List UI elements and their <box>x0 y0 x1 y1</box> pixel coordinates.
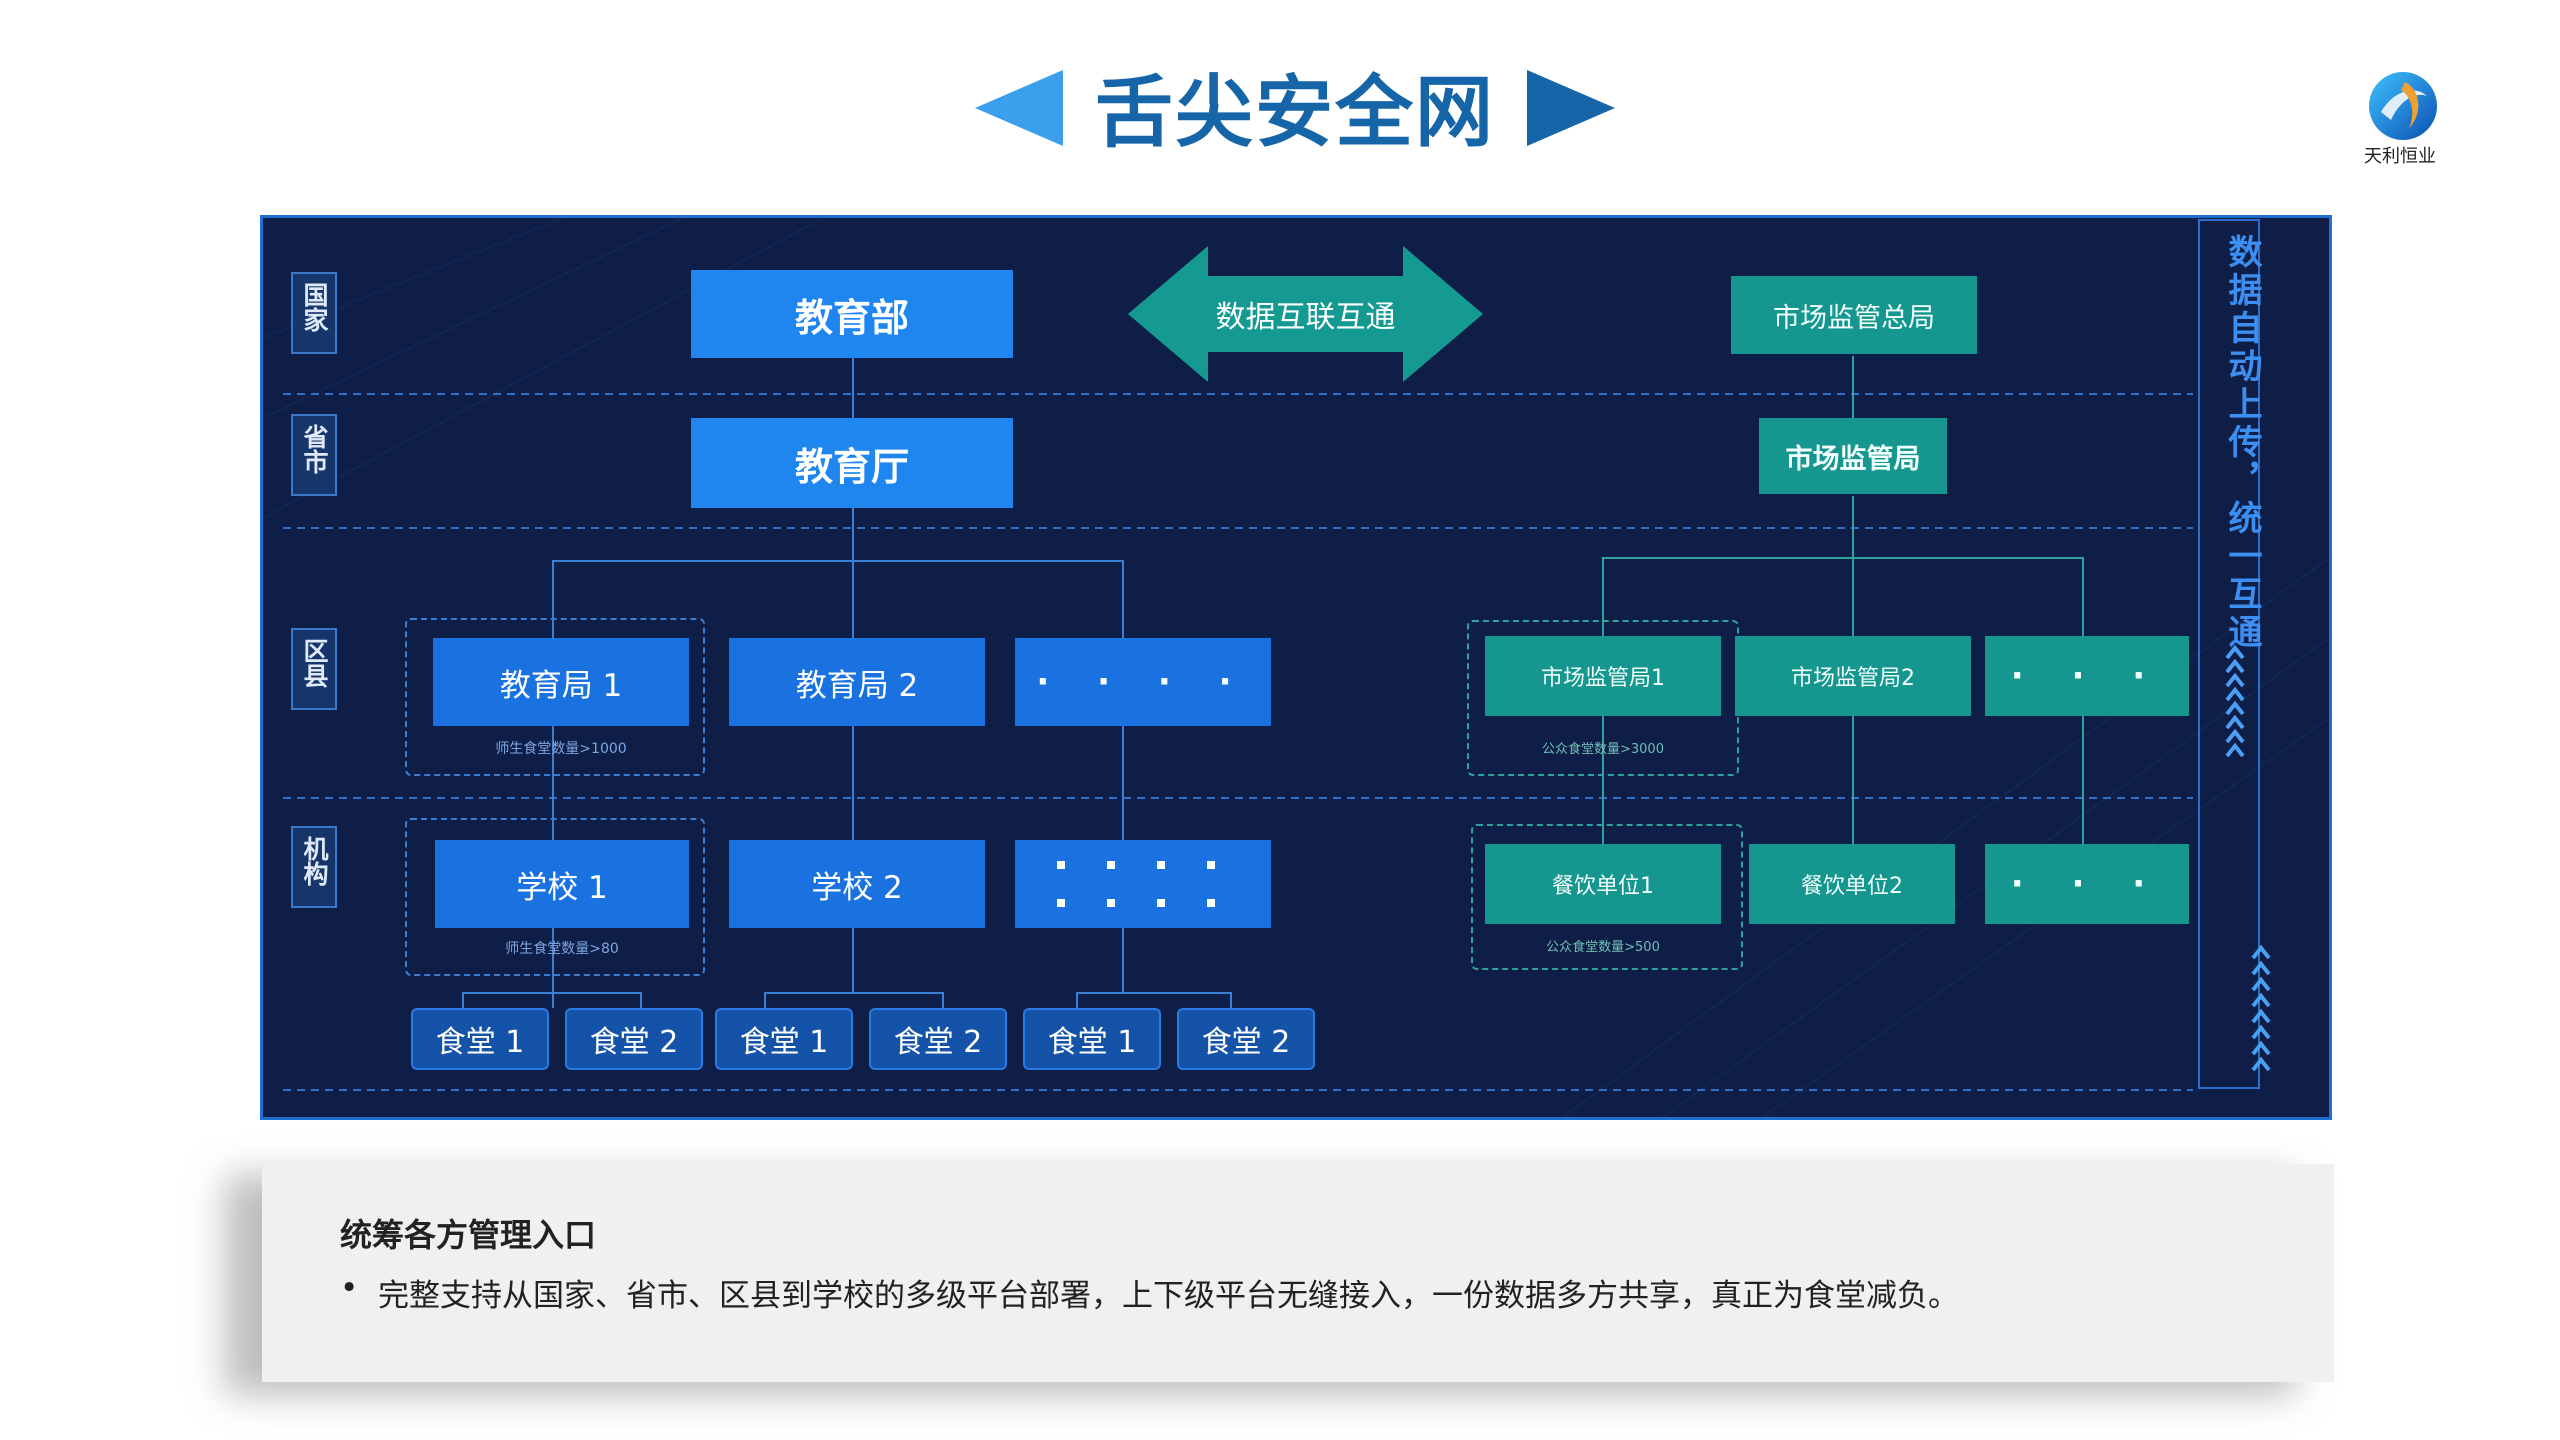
company-logo-icon <box>2369 72 2437 140</box>
market-general-admin-box: 市场监管总局 <box>1731 276 1977 354</box>
catering-unit-2-box: 餐饮单位2 <box>1749 844 1955 924</box>
left-arrow-icon <box>975 70 1063 146</box>
canteen-box: 食堂 2 <box>1177 1008 1315 1070</box>
catering-note: 公众食堂数量>500 <box>1546 940 1660 955</box>
company-logo-text: 天利恒业 <box>2364 146 2436 167</box>
edu-bureau-more-box: · · · · <box>1015 638 1271 726</box>
canteen-box: 食堂 1 <box>1023 1008 1161 1070</box>
summary-card <box>262 1164 2334 1382</box>
school-note: 师生食堂数量>80 <box>505 941 619 957</box>
right-arrow-icon <box>1527 70 1615 146</box>
interconnect-arrow-icon <box>1128 246 1483 382</box>
level-label-county: 区县 <box>291 628 337 710</box>
catering-group <box>1471 824 1743 970</box>
catering-unit-more-box: · · · <box>1985 844 2189 924</box>
canteen-box: 食堂 1 <box>411 1008 549 1070</box>
catering-unit-1-box: 餐饮单位1 <box>1485 844 1721 924</box>
market-district-2-box: 市场监管局2 <box>1735 636 1971 716</box>
level-label-national: 国家 <box>291 272 337 354</box>
level-label-province: 省市 <box>291 414 337 496</box>
market-bureau-box: 市场监管局 <box>1759 418 1947 494</box>
level-label-text: 机构 <box>300 836 329 886</box>
edu-ministry-box: 教育部 <box>691 270 1013 358</box>
edu-bureau-2-box: 教育局 2 <box>729 638 985 726</box>
canteen-box: 食堂 2 <box>565 1008 703 1070</box>
interconnect-label: 数据互联互通 <box>1215 300 1396 335</box>
edu-bureau-note: 师生食堂数量>1000 <box>495 741 627 757</box>
edu-department-box: 教育厅 <box>691 418 1013 508</box>
level-label-text: 国家 <box>300 282 329 332</box>
canteen-box: 食堂 2 <box>869 1008 1007 1070</box>
bullet-icon: • <box>340 1270 359 1306</box>
school-more-box <box>1015 840 1271 928</box>
level-label-text: 省市 <box>300 424 329 474</box>
card-title: 统筹各方管理入口 <box>340 1216 597 1254</box>
market-district-1-box: 市场监管局1 <box>1485 636 1721 716</box>
diagram-connectors <box>263 218 2329 1117</box>
level-label-text: 区县 <box>300 638 329 688</box>
auto-upload-caption: 数据自动上传，统一互通 <box>2222 234 2262 652</box>
page-title: 舌尖安全网 <box>1095 68 1496 158</box>
more-dots-icon <box>1057 861 1215 907</box>
edu-bureau-1-box: 教育局 1 <box>433 638 689 726</box>
org-diagram-panel: 国家 省市 区县 机构 教育部 教育厅 教育局 1 师生食堂数量>1000 教育… <box>260 215 2332 1120</box>
card-body-text: 完整支持从国家、省市、区县到学校的多级平台部署，上下级平台无缝接入，一份数据多方… <box>378 1278 1959 1314</box>
school-group <box>405 818 705 976</box>
edu-bureau-group <box>405 618 705 776</box>
canteen-box: 食堂 1 <box>715 1008 853 1070</box>
school-1-box: 学校 1 <box>435 840 689 928</box>
school-2-box: 学校 2 <box>729 840 985 928</box>
market-district-more-box: · · · <box>1985 636 2189 716</box>
market-district-note: 公众食堂数量>3000 <box>1542 742 1664 757</box>
level-label-institution: 机构 <box>291 826 337 908</box>
